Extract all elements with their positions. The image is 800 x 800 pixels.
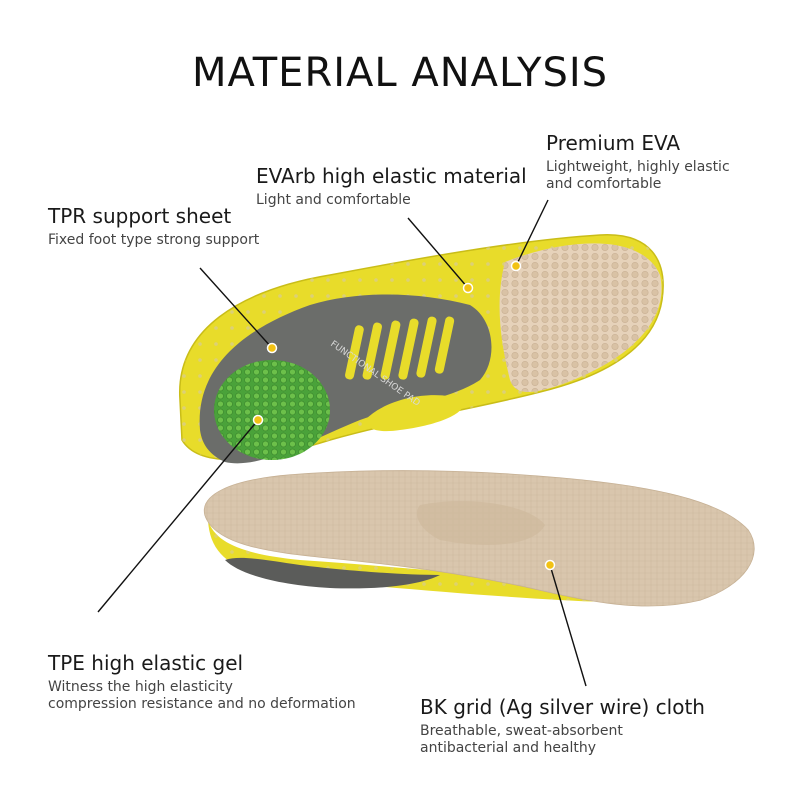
leader-line-tpr bbox=[199, 267, 273, 349]
leader-line-tpe bbox=[97, 419, 259, 613]
bottom-insole bbox=[203, 470, 755, 607]
leader-lines bbox=[97, 199, 587, 687]
label-description-line-1: Lightweight, highly elastic bbox=[546, 159, 730, 175]
label-heading: EVArb high elastic material bbox=[256, 164, 527, 188]
label-evarb-material: EVArb high elastic material Light and co… bbox=[256, 164, 527, 209]
label-description-line-2: and comfortable bbox=[546, 176, 662, 192]
label-heading: TPE high elastic gel bbox=[48, 651, 244, 675]
label-bk-grid-cloth: BK grid (Ag silver wire) cloth Breathabl… bbox=[420, 695, 705, 757]
label-tpr-support-sheet: TPR support sheet Fixed foot type strong… bbox=[48, 204, 259, 249]
label-tpe-gel: TPE high elastic gel Witness the high el… bbox=[48, 651, 356, 713]
marker-bk bbox=[544, 559, 556, 571]
page-title: MATERIAL ANALYSIS bbox=[191, 50, 609, 96]
label-description-line-2: antibacterial and healthy bbox=[420, 740, 597, 756]
label-heading: TPR support sheet bbox=[48, 204, 232, 228]
marker-tpr bbox=[266, 342, 278, 354]
leader-line-evarb bbox=[407, 217, 469, 289]
top-insole: FUNCTIONAL SHOE PAD bbox=[179, 234, 664, 464]
label-description-line-1: Witness the high elasticity bbox=[48, 679, 233, 695]
leader-line-eva bbox=[515, 199, 549, 267]
marker-tpe bbox=[252, 414, 264, 426]
label-description: Light and comfortable bbox=[256, 192, 411, 208]
label-premium-eva: Premium EVA Lightweight, highly elastic … bbox=[546, 131, 730, 193]
label-description-line-1: Breathable, sweat-absorbent bbox=[420, 723, 623, 739]
marker-eva bbox=[510, 260, 522, 272]
label-description: Fixed foot type strong support bbox=[48, 232, 260, 248]
label-description-line-2: compression resistance and no deformatio… bbox=[48, 696, 356, 712]
marker-evarb bbox=[462, 282, 474, 294]
leader-line-bk bbox=[549, 564, 587, 687]
label-heading: Premium EVA bbox=[546, 131, 681, 155]
label-heading: BK grid (Ag silver wire) cloth bbox=[420, 695, 705, 719]
